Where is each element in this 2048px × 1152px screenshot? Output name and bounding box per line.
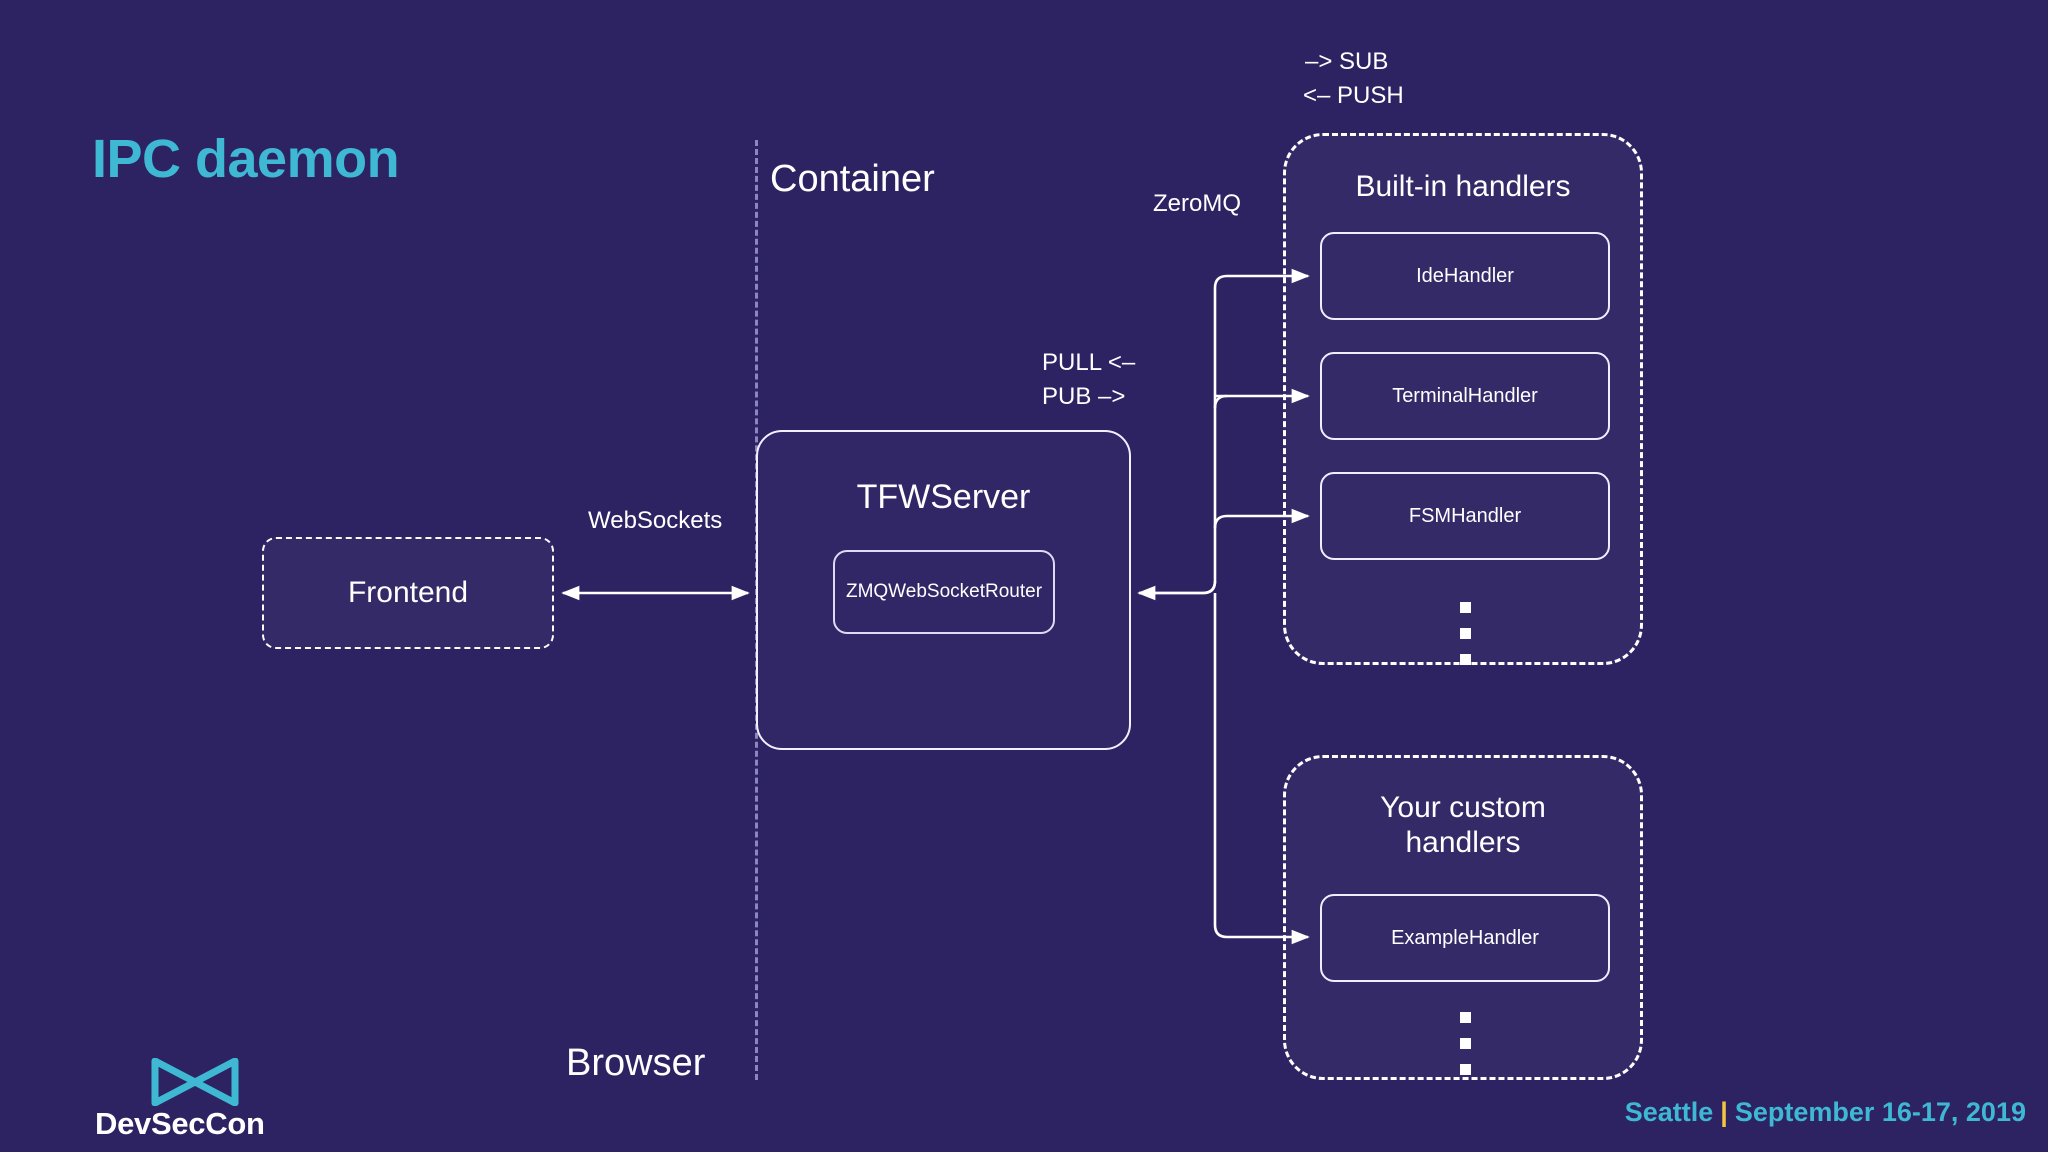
group-custom-handlers-title-line2: handlers	[1405, 825, 1521, 859]
footer-dates: September 16-17, 2019	[1734, 1097, 2026, 1127]
annotation-sub: –> SUB	[1305, 48, 1389, 75]
node-example-handler[interactable]: ExampleHandler	[1320, 894, 1610, 982]
node-frontend-label: Frontend	[347, 576, 469, 609]
page-title: IPC daemon	[92, 129, 400, 189]
node-fsm-handler-label: FSMHandler	[1408, 504, 1522, 527]
wire-bus-return	[1137, 580, 1217, 601]
annotation-pull: PULL <–	[1042, 349, 1136, 376]
node-ide-handler-label: IdeHandler	[1416, 264, 1514, 287]
node-tfwserver[interactable]: TFWServer	[756, 430, 1131, 750]
wire-bus-terminal-elbow	[1213, 394, 1228, 409]
annotation-push: <– PUSH	[1303, 82, 1404, 109]
footer-location: Seattle	[1624, 1097, 1714, 1127]
vertical-ellipsis-icon	[1458, 1012, 1472, 1075]
annotation-zeromq: ZeroMQ	[1153, 190, 1242, 217]
node-terminal-handler-label: TerminalHandler	[1392, 384, 1538, 407]
node-tfwserver-title: TFWServer	[856, 478, 1031, 516]
brand-logo-text: DevSecCon	[95, 1106, 265, 1141]
group-builtin-handlers-title: Built-in handlers	[1355, 170, 1571, 203]
footer-separator: |	[1720, 1097, 1728, 1127]
node-zmqwebsocketrouter-label: ZMQWebSocketRouter	[845, 581, 1043, 602]
node-zmqwebsocketrouter[interactable]: ZMQWebSocketRouter	[833, 550, 1055, 634]
bowtie-logo-icon	[151, 1058, 239, 1106]
group-custom-handlers: Your custom handlers	[1283, 755, 1643, 1080]
node-fsm-handler[interactable]: FSMHandler	[1320, 472, 1610, 560]
node-terminal-handler[interactable]: TerminalHandler	[1320, 352, 1610, 440]
footer-event-info: Seattle|September 16-17, 2019	[1625, 1097, 2026, 1128]
node-example-handler-label: ExampleHandler	[1391, 926, 1539, 949]
zone-label-browser: Browser	[566, 1042, 706, 1084]
vertical-ellipsis-icon	[1458, 602, 1472, 665]
brand-logo: DevSecCon	[95, 1058, 295, 1141]
node-ide-handler[interactable]: IdeHandler	[1320, 232, 1610, 320]
annotation-websockets: WebSockets	[588, 507, 723, 534]
group-custom-handlers-title-line1: Your custom	[1380, 791, 1546, 824]
node-frontend[interactable]: Frontend	[262, 537, 554, 649]
group-custom-handlers-title: Your custom handlers	[1286, 791, 1640, 860]
zone-label-container: Container	[770, 158, 935, 200]
annotation-pub: PUB –>	[1042, 383, 1126, 410]
